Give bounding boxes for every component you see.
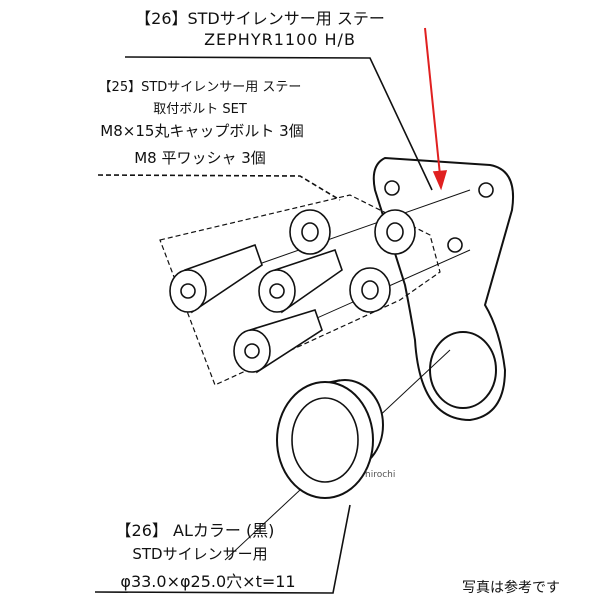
collar-label-line1: 【26】 ALカラー (黒) [115,521,275,540]
cap-bolt [233,309,323,374]
washer [374,209,416,255]
plate-hole [429,331,497,409]
collar-ring [276,379,384,499]
leader-line-bolts [97,174,341,201]
bracket-plate [372,156,514,422]
collar-label-line2: STDサイレンサー用 [132,545,268,563]
leader-line-stay [124,56,433,191]
bolt-set-label-line3: M8×15丸キャップボルト 3個 [100,122,304,140]
plate-bolt-hole [384,180,400,196]
cap-bolt [258,248,343,314]
washer [289,209,331,255]
cap-bolt [169,243,263,314]
red-arrow-head [432,170,448,191]
plate-bolt-hole [447,237,463,253]
collar-label-line3: φ33.0×φ25.0穴×t=11 [120,572,296,591]
bolt-set-label-line2: 取付ボルト SET [153,102,247,117]
bolt-set-label-line1: 【25】STDサイレンサー用 ステー [98,80,302,95]
red-arrow-line [424,27,441,176]
footer-note: 写真は参考です [462,580,560,596]
dashed-group-outline [159,194,441,386]
leader-line-collar [94,504,351,594]
plate-bolt-hole [478,182,494,198]
washer [349,267,391,313]
watermark: hirochi [365,470,396,480]
bolt-set-label-line4: M8 平ワッシャ 3個 [134,149,266,167]
stay-label-line2: ZEPHYR1100 H/B [204,30,356,49]
stay-label-line1: 【26】STDサイレンサー用 ステー [135,9,385,28]
